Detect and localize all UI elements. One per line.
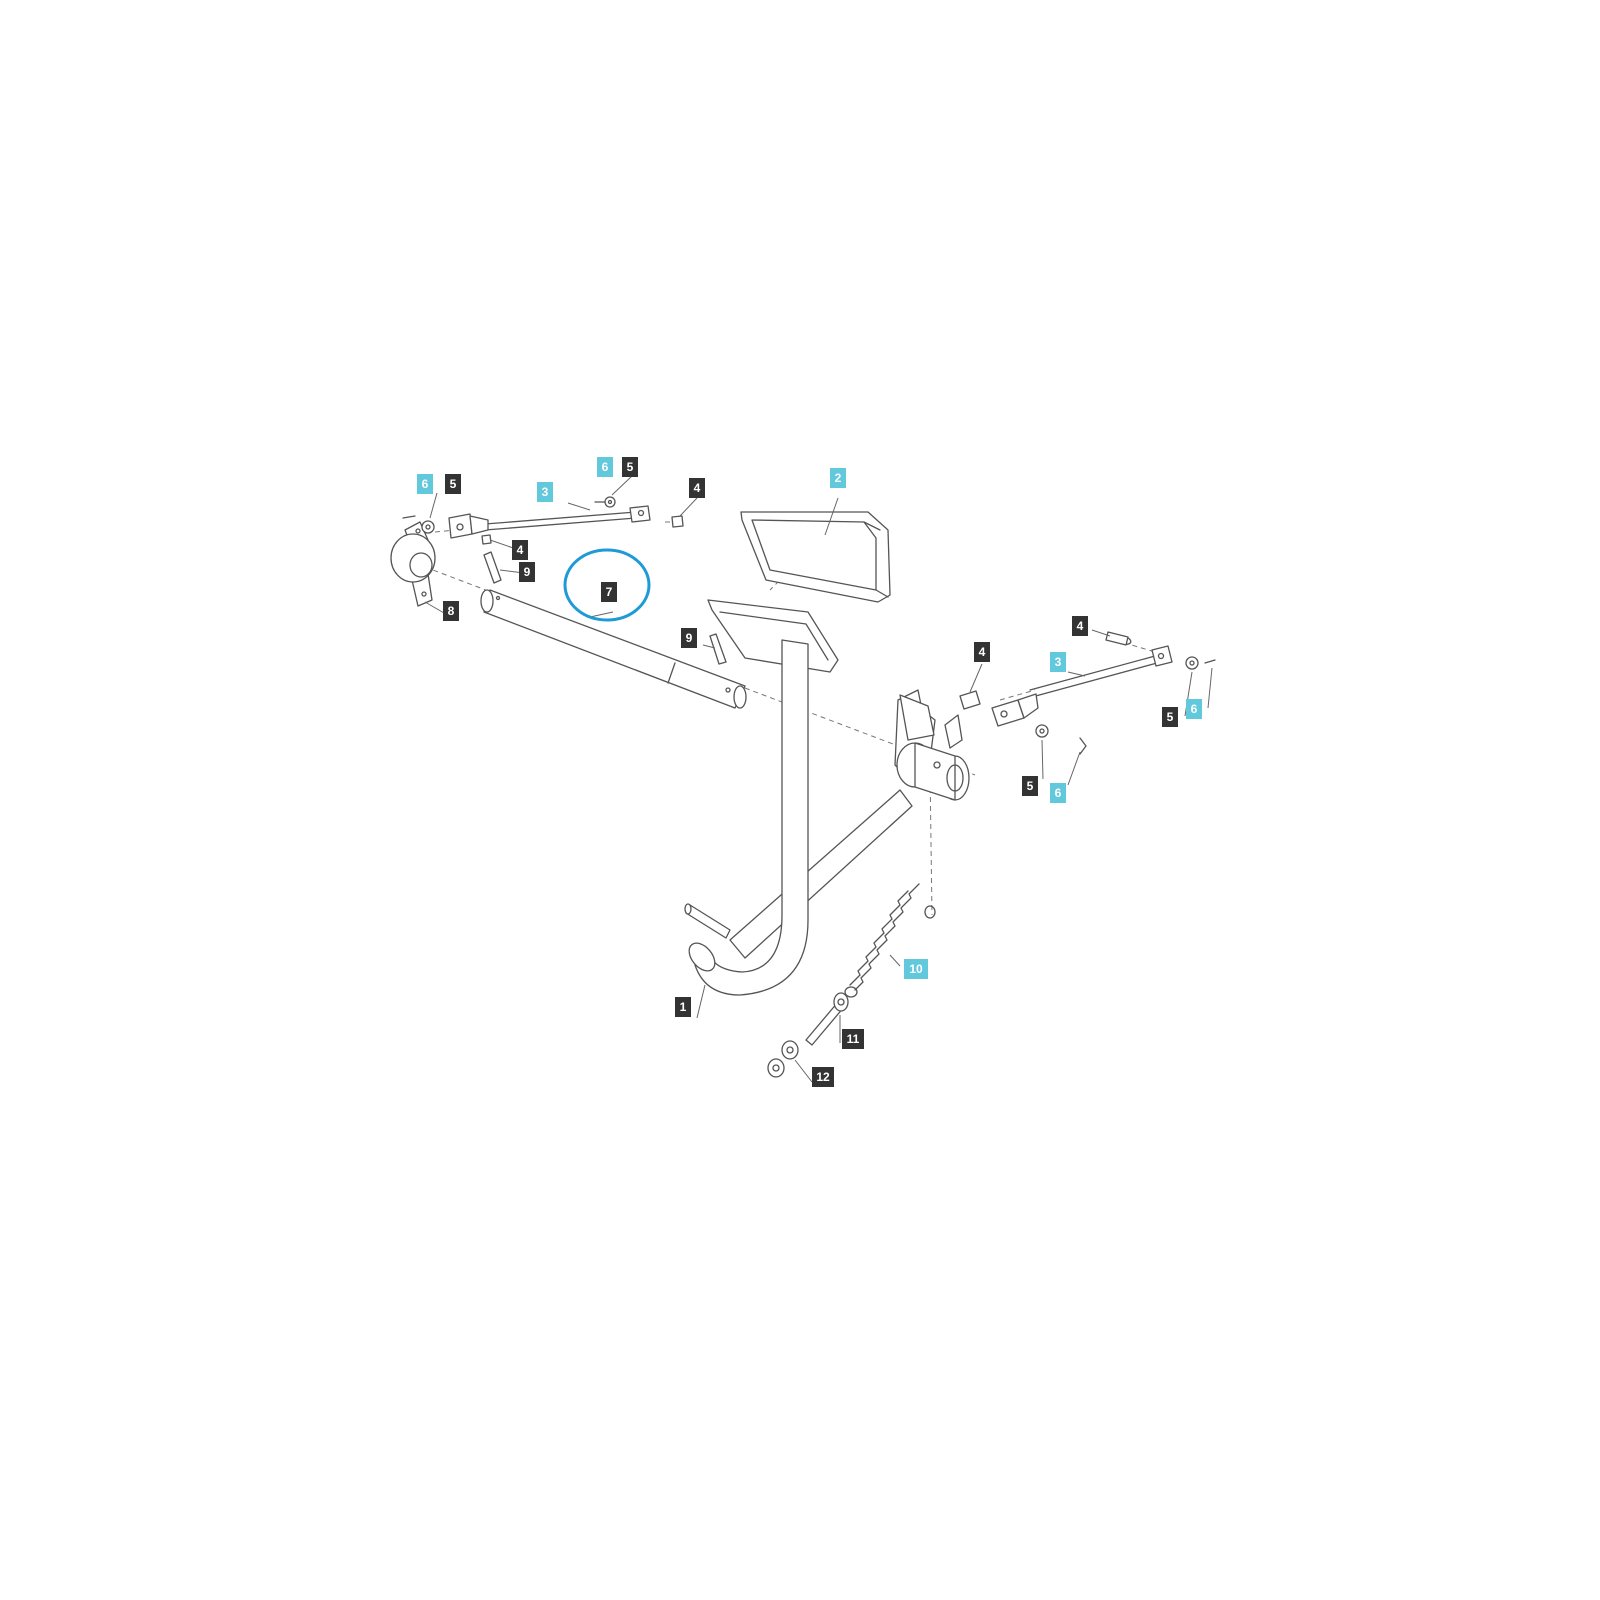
callout-c8: 8 [443,601,459,621]
callout-c10: 10 [904,959,928,979]
svg-text:4: 4 [1077,619,1084,633]
callout-c12: 12 [812,1067,834,1087]
leader-lines [424,475,1213,1083]
callout-c4a: 4 [689,478,705,498]
part-7-shaft [480,589,747,709]
callout-c5b: 5 [622,457,638,477]
callout-c5c: 5 [1162,707,1178,727]
callout-c9b: 9 [681,628,697,648]
part-10-spring [844,883,936,998]
callout-c6d: 6 [1050,783,1066,803]
callout-c1: 1 [675,997,691,1017]
svg-text:4: 4 [979,645,986,659]
svg-text:1: 1 [680,1000,687,1014]
svg-text:2: 2 [835,471,842,485]
svg-text:8: 8 [448,604,455,618]
part-3-link-left [402,496,684,545]
part-8-bracket [390,521,436,607]
callout-c6c: 6 [1186,699,1202,719]
callout-c7: 7 [601,582,617,602]
part-9-roll-pins [483,551,727,665]
svg-text:5: 5 [627,460,634,474]
callout-c4b: 4 [512,540,528,560]
svg-text:5: 5 [450,477,457,491]
svg-text:6: 6 [602,460,609,474]
callout-c3b: 3 [1050,652,1066,672]
svg-text:6: 6 [1191,702,1198,716]
callout-c5a: 5 [445,474,461,494]
callout-c6a: 6 [417,474,433,494]
part-3-link-right [959,631,1216,755]
callout-c9a: 9 [519,562,535,582]
svg-text:11: 11 [847,1032,860,1046]
svg-text:5: 5 [1027,779,1034,793]
svg-text:9: 9 [524,565,531,579]
part-1-pedal-arm [684,599,970,996]
svg-text:7: 7 [606,585,613,599]
highlight-ring-part-7 [563,548,651,622]
svg-text:10: 10 [909,962,923,976]
callout-c3a: 3 [537,482,553,502]
callout-c2: 2 [830,468,846,488]
callout-c4c: 4 [974,642,990,662]
svg-text:5: 5 [1167,710,1174,724]
part-2-pedal-pad [740,511,891,603]
svg-text:4: 4 [517,543,524,557]
svg-text:4: 4 [694,481,701,495]
part-12-nuts [767,1040,799,1078]
svg-text:12: 12 [816,1070,830,1084]
svg-text:6: 6 [1055,786,1062,800]
svg-text:6: 6 [422,477,429,491]
callout-c5d: 5 [1022,776,1038,796]
part-11-eye-bolt [805,992,849,1046]
callout-c11: 11 [842,1029,864,1049]
callout-labels: 6 5 3 6 5 4 4 9 7 8 2 9 4 4 3 5 6 5 6 10… [417,457,1202,1087]
svg-text:3: 3 [1055,655,1062,669]
callout-c4d: 4 [1072,616,1088,636]
callout-c6b: 6 [597,457,613,477]
svg-text:9: 9 [686,631,693,645]
svg-text:3: 3 [542,485,549,499]
